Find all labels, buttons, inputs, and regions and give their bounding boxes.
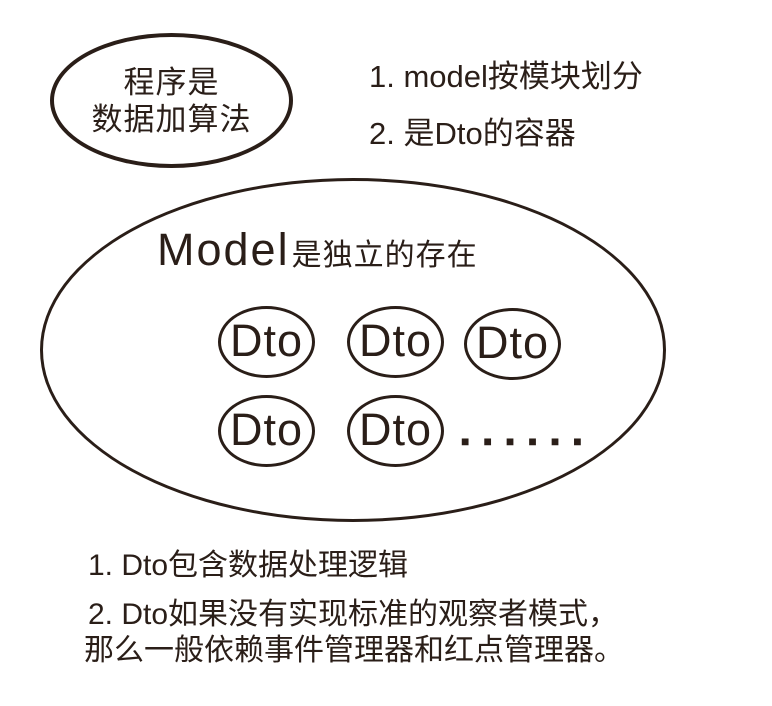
model-title: Model 是独立的存在	[157, 224, 478, 276]
dto-notes-list: 1. Dto包含数据处理逻辑 2. Dto如果没有实现标准的观察者模式， 那么一…	[84, 548, 624, 669]
dto-label-3: Dto	[475, 317, 550, 368]
dto-ellipse-3: Dto	[464, 308, 561, 380]
dto-note-1: 1. Dto包含数据处理逻辑	[88, 549, 409, 582]
model-notes-list: 1. model按模块划分 2. 是Dto的容器	[369, 61, 643, 150]
dto-ellipse-4: Dto	[218, 395, 315, 467]
model-title-latin: Model	[157, 224, 290, 275]
program-ellipse-line2: 数据加算法	[91, 101, 252, 137]
dto-ellipse-5: Dto	[347, 395, 444, 467]
dto-label-5: Dto	[358, 404, 433, 455]
program-ellipse-line1: 程序是	[123, 64, 220, 100]
dto-label-2: Dto	[358, 315, 433, 366]
dto-note-2-line1: 2. Dto如果没有实现标准的观察者模式，	[88, 598, 619, 631]
more-dtos-ellipsis: ■■■■■■	[461, 433, 596, 449]
dto-ellipse-2: Dto	[347, 306, 444, 378]
dto-ellipse-1: Dto	[218, 306, 315, 378]
program-ellipse: 程序是 数据加算法	[50, 33, 293, 168]
dto-label-1: Dto	[229, 315, 304, 366]
dto-note-2-line2: 那么一般依赖事件管理器和红点管理器。	[84, 634, 624, 667]
program-ellipse-text: 程序是 数据加算法	[92, 64, 252, 138]
model-title-zh: 是独立的存在	[291, 239, 478, 272]
model-note-2: 2. 是Dto的容器	[369, 116, 576, 151]
model-note-1: 1. model按模块划分	[369, 59, 643, 94]
dto-label-4: Dto	[229, 404, 304, 455]
model-ellipse	[40, 178, 666, 522]
